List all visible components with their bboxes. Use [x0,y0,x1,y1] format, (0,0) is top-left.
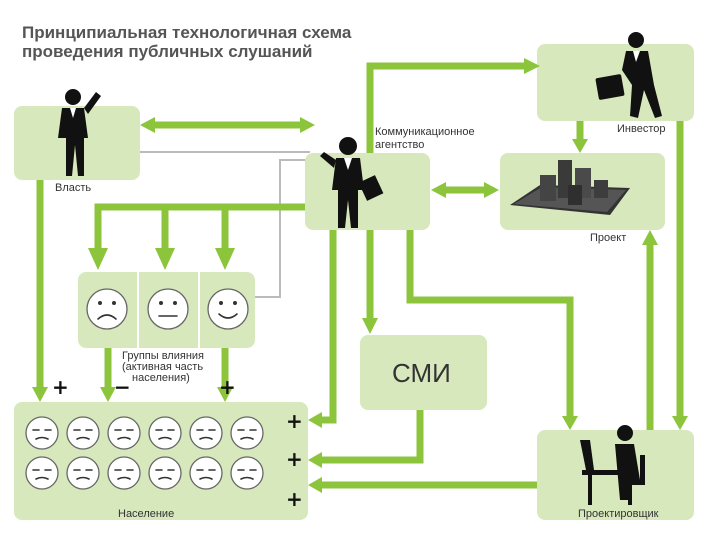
label-agency-line-2: агентство [375,139,424,151]
sad-face-icon [86,288,128,330]
population-faces [25,416,264,490]
label-project: Проект [590,232,626,244]
sign-minus-groups: − [114,375,131,399]
arrows [32,58,688,493]
label-groups-line-3: населения) [132,372,190,384]
label-smi: СМИ [392,358,451,388]
happy-face-icon [207,288,249,330]
sleepy-face-icon [25,416,59,450]
sleepy-face-icon [230,416,264,450]
investor-icon [595,32,662,118]
label-population: Население [118,508,174,520]
label-groups-line-1: Группы влияния [122,350,204,362]
sleepy-face-icon [107,456,141,490]
neutral-face-icon [147,288,189,330]
label-investor: Инвестор [617,123,665,135]
official-icon [58,89,101,176]
sign-plus-vlast: + [52,375,69,399]
sleepy-face-icon [107,416,141,450]
label-agency-line-1: Коммуникационное [375,126,475,138]
label-designer: Проектировщик [578,508,659,520]
connector-groups-agency [255,159,310,298]
sign-plus-smi: + [286,447,303,471]
sleepy-face-icon [25,456,59,490]
label-groups-line-2: (активная часть [122,361,203,373]
designer-icon [580,425,645,505]
node-smi [360,335,487,410]
sleepy-face-icon [230,456,264,490]
sleepy-face-icon [148,456,182,490]
sign-plus-agency: + [286,409,303,433]
sleepy-face-icon [189,456,223,490]
buildings-icon [510,160,630,215]
sleepy-face-icon [189,416,223,450]
title-line-1: Принципиальная технологичная схема [22,23,352,42]
label-vlast: Власть [55,182,91,194]
agent-icon [320,137,384,228]
title-line-2: проведения публичных слушаний [22,42,313,61]
sleepy-face-icon [148,416,182,450]
sleepy-face-icon [66,416,100,450]
sign-plus-designer: + [286,487,303,511]
sign-plus-groups: + [219,375,236,399]
sleepy-face-icon [66,456,100,490]
